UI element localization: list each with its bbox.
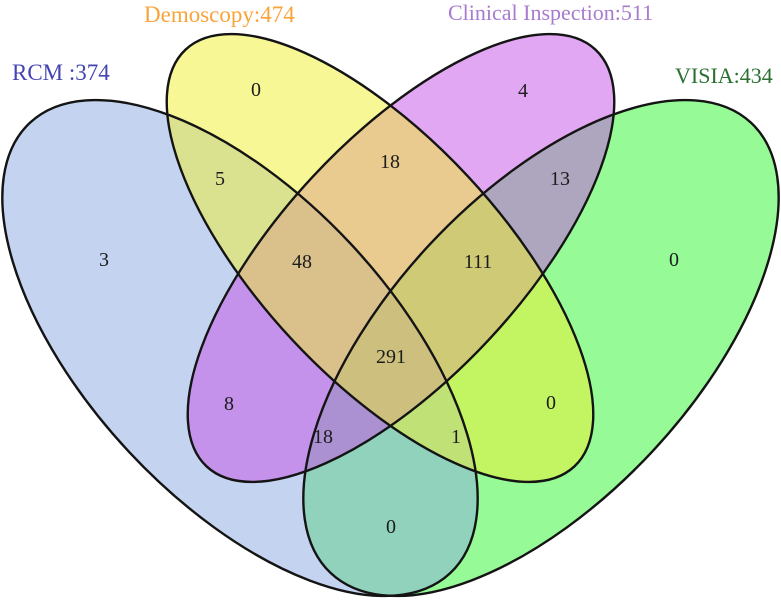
set-label-demoscopy: Demoscopy:474 xyxy=(144,2,295,27)
region-count-rcm+clinical+visia: 18 xyxy=(313,426,333,448)
region-count-demoscopy+visia: 0 xyxy=(546,392,556,414)
set-label-visia: VISIA:434 xyxy=(675,63,773,88)
ellipse-demoscopy xyxy=(166,34,594,482)
region-count-rcm+visia: 0 xyxy=(386,516,396,538)
region-count-rcm+demoscopy+clinical: 48 xyxy=(292,251,312,273)
region-count-demoscopy+clinical+visia: 111 xyxy=(463,251,493,273)
region-count-demoscopy+clinical: 18 xyxy=(380,151,400,173)
ellipse-clinical-outline xyxy=(186,32,616,484)
region-count-demoscopy: 0 xyxy=(251,79,261,101)
set-label-clinical: Clinical Inspection:511 xyxy=(448,0,654,25)
set-label-rcm: RCM :374 xyxy=(12,60,110,85)
ellipse-rcm-outline xyxy=(1,98,479,598)
region-count-rcm+clinical: 8 xyxy=(224,393,234,415)
region-count-rcm+demoscopy+clinical+visia: 291 xyxy=(376,346,406,368)
region-count-rcm+demoscopy+visia: 1 xyxy=(451,426,461,448)
ellipse-visia-outline xyxy=(302,98,780,598)
region-count-clinical: 4 xyxy=(518,80,528,102)
region-count-rcm: 3 xyxy=(99,249,109,271)
region-count-clinical+visia: 13 xyxy=(550,168,570,190)
region-count-visia: 0 xyxy=(669,249,679,271)
region-count-rcm+demoscopy: 5 xyxy=(215,168,225,190)
ellipse-demoscopy-outline xyxy=(165,32,595,484)
